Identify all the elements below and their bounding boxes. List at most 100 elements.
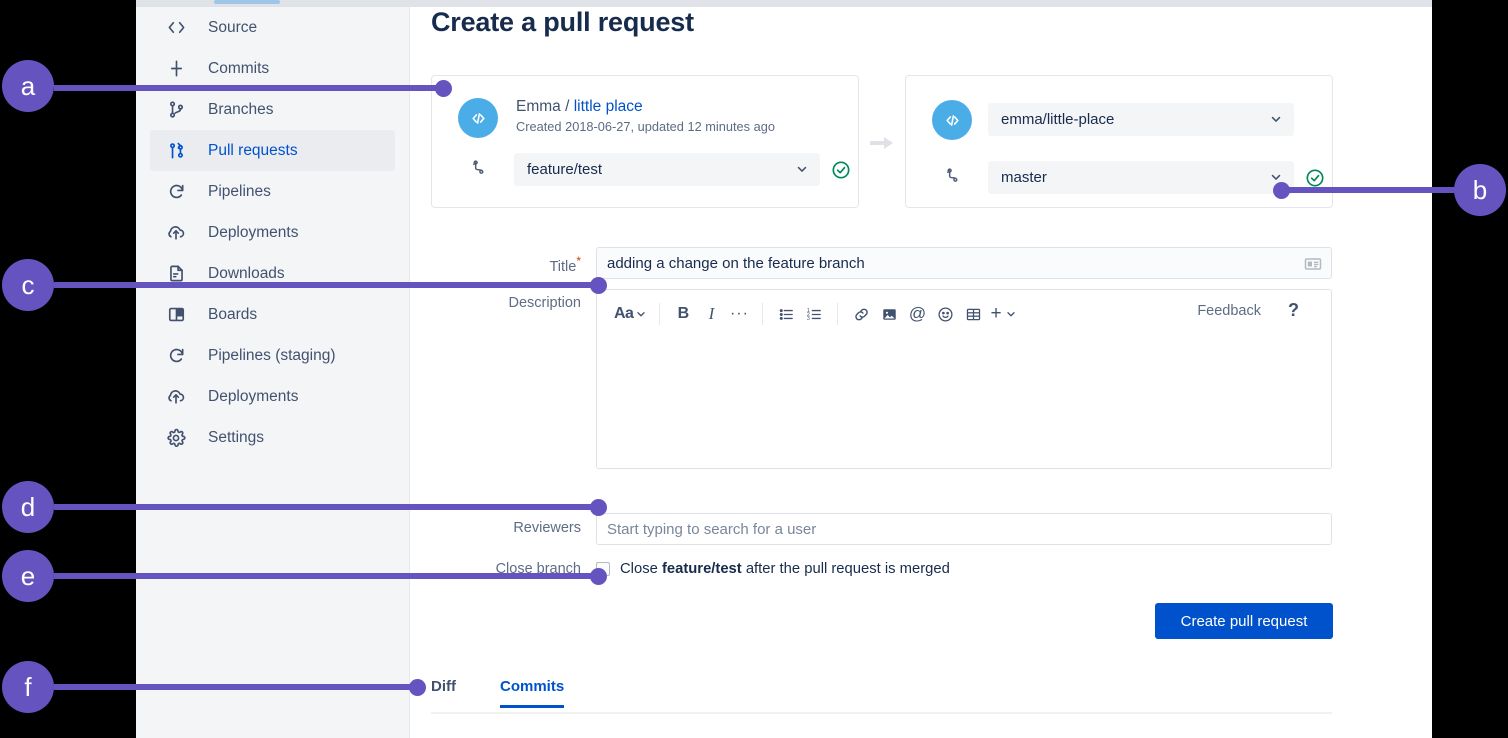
destination-branch-value: master [1001,169,1047,186]
destination-branch-panel: emma/little-place master [905,75,1333,208]
title-label: Title* [451,254,581,275]
arrow-right-icon [866,132,898,154]
more-formatting-label: ··· [729,305,749,322]
callout-badge-d: d [2,481,54,533]
pipelines-icon [164,344,188,368]
reviewers-label: Reviewers [513,520,581,536]
callout-dot-b [1273,182,1290,199]
sidebar-item-downloads[interactable]: Downloads [150,253,395,294]
callout-dot-e [590,568,607,585]
reviewers-input[interactable]: Start typing to search for a user [596,513,1332,545]
sidebar: Source Commits Branches Pull requests [136,7,410,738]
sidebar-item-deployments-2[interactable]: Deployments [150,376,395,417]
callout-dot-f [409,679,426,696]
sidebar-item-boards[interactable]: Boards [150,294,395,335]
sidebar-item-branches[interactable]: Branches [150,89,395,130]
gear-icon [164,426,188,450]
required-marker: * [576,254,581,268]
browser-tab-indicator[interactable] [214,0,280,4]
sidebar-item-source[interactable]: Source [150,7,395,48]
source-repo-link[interactable]: little place [573,98,643,115]
feedback-link[interactable]: Feedback [1197,303,1261,319]
help-icon[interactable]: ? [1288,300,1299,320]
sidebar-item-label: Pull requests [208,141,298,159]
tab-commits[interactable]: Commits [500,678,565,708]
destination-repo-select[interactable]: emma/little-place [988,103,1294,136]
callout-badge-b: b [1454,164,1506,216]
source-repo-meta: Emma / little place Created 2018-06-27, … [516,97,775,136]
sidebar-item-settings[interactable]: Settings [150,417,395,458]
sidebar-item-deployments[interactable]: Deployments [150,212,395,253]
sidebar-item-label: Commits [208,59,270,77]
image-icon[interactable] [875,299,903,329]
code-brackets-icon [458,98,498,138]
close-branch-text-before: Close [620,561,662,577]
svg-text:2: 2 [807,312,810,318]
callout-dot-d [590,499,607,516]
code-brackets-icon [932,100,972,140]
sidebar-item-label: Downloads [208,264,285,282]
toolbar-divider [762,303,764,325]
insert-more-label: + [990,303,1002,324]
callout-badge-c: c [2,259,54,311]
source-branch-select[interactable]: feature/test [514,153,820,186]
bullet-list-icon[interactable] [772,299,800,329]
text-style-icon[interactable]: Aa [611,299,650,329]
title-input-value: adding a change on the feature branch [607,254,865,272]
pipelines-icon [164,180,188,204]
close-branch-branch-name: feature/test [661,561,742,577]
callout-line-c [54,282,599,288]
bottom-tabs: Diff Commits [431,678,1332,714]
italic-icon[interactable]: I [697,299,725,329]
source-repo-title: Emma / little place [516,97,775,117]
sidebar-item-commits[interactable]: Commits [150,48,395,89]
tab-diff[interactable]: Diff [431,678,456,695]
bold-icon[interactable]: B [669,299,697,329]
boards-icon [164,303,188,327]
insert-more-icon[interactable]: + [987,299,1019,329]
destination-branch-select[interactable]: master [988,161,1294,194]
title-input[interactable]: adding a change on the feature branch [596,247,1332,279]
sidebar-item-label: Boards [208,305,258,323]
sidebar-item-label: Deployments [208,223,299,241]
table-icon[interactable] [959,299,987,329]
callout-badge-e: e [2,550,54,602]
callout-dot-c [590,277,607,294]
emoji-icon[interactable] [931,299,959,329]
toolbar-divider [659,303,661,325]
branches-icon [940,163,964,187]
svg-text:3: 3 [807,316,810,322]
close-branch-text-after: after the pull request is merged [741,561,950,577]
callout-line-f [54,684,417,690]
callout-line-e [54,573,599,579]
more-formatting-icon[interactable]: ··· [725,299,753,329]
close-branch-row: Close feature/test after the pull reques… [596,559,950,579]
callout-badge-a: a [2,60,54,112]
sidebar-item-pipelines-staging[interactable]: Pipelines (staging) [150,335,395,376]
sidebar-item-pipelines[interactable]: Pipelines [150,171,395,212]
sidebar-item-label: Pipelines (staging) [208,346,336,364]
callout-line-d [54,504,599,510]
mention-icon[interactable]: @ [903,299,931,329]
link-icon[interactable] [847,299,875,329]
text-style-label: Aa [614,305,634,322]
chevron-down-icon [1269,112,1283,130]
branches-icon [164,98,188,122]
downloads-icon [164,262,188,286]
description-label: Description [508,295,581,311]
source-repo-separator: / [565,98,570,115]
close-branch-text: Close feature/test after the pull reques… [620,561,950,577]
sidebar-item-pull-requests[interactable]: Pull requests [150,130,395,171]
contact-card-icon[interactable] [1303,254,1323,278]
source-repo-owner: Emma [516,98,561,115]
callout-line-b [1285,187,1457,193]
window-top-strip [136,0,1432,7]
create-pull-request-button[interactable]: Create pull request [1155,603,1333,639]
mention-label: @ [908,304,927,323]
page-title: Create a pull request [431,7,694,37]
branches-icon [466,155,490,179]
title-label-text: Title [549,258,577,275]
